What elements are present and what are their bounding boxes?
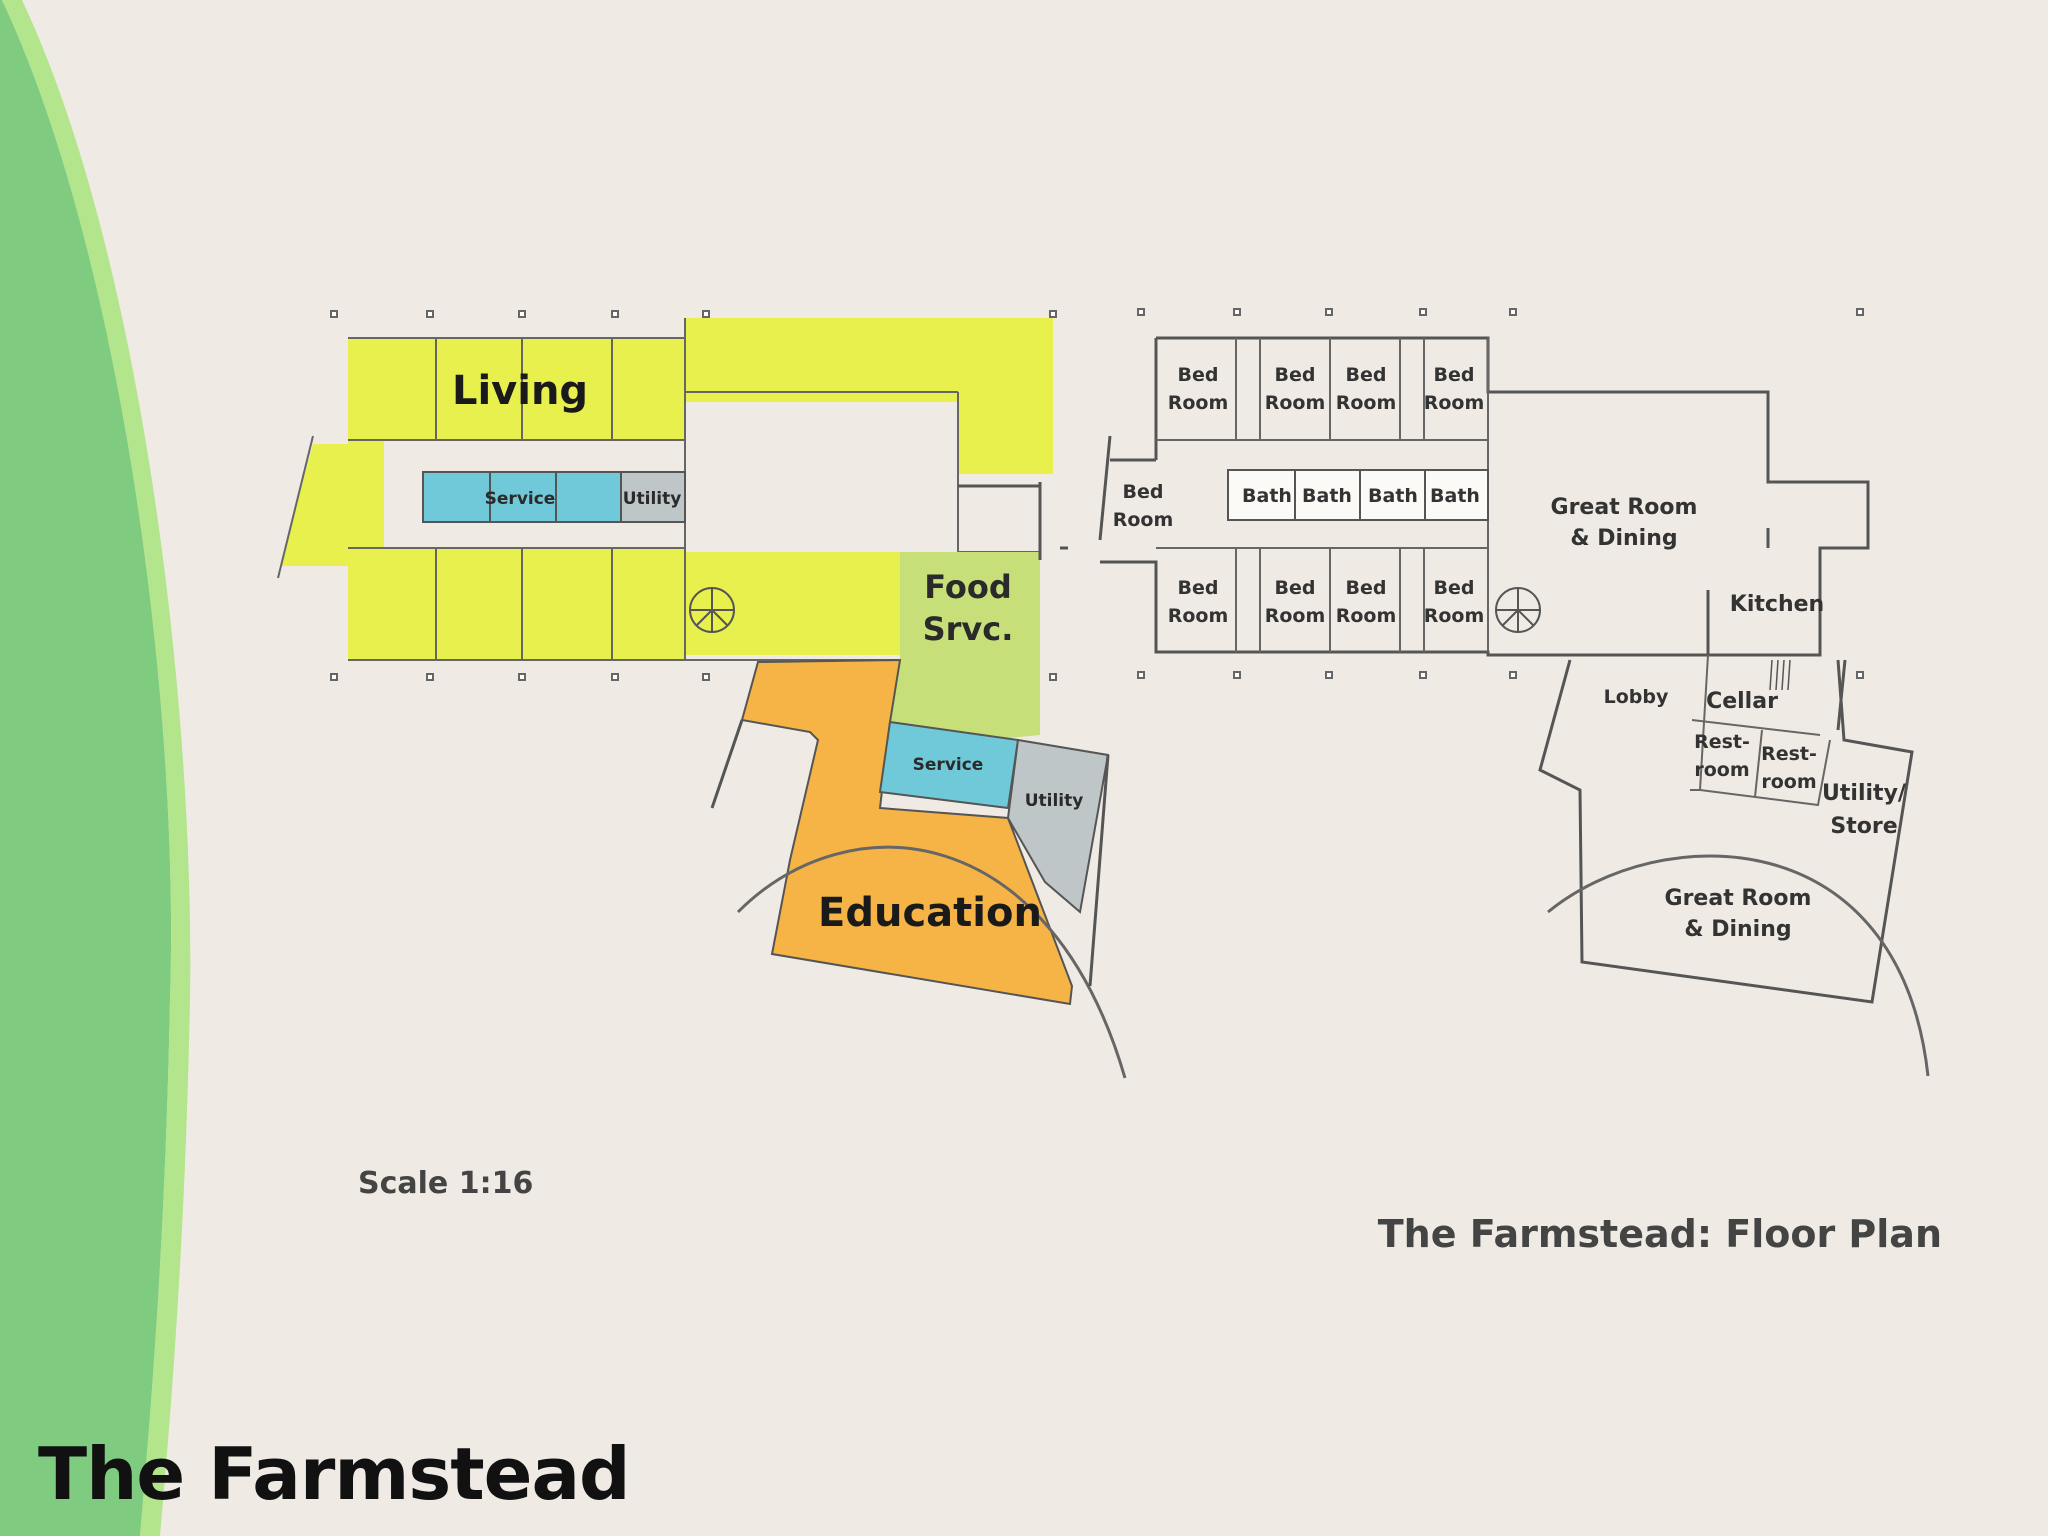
room-label-bath-4: Bath (1430, 485, 1480, 507)
room-label-bed-3a: Bed (1346, 364, 1387, 386)
page-title: The Farmstead (38, 1432, 631, 1516)
room-label-bed-6a: Bed (1178, 577, 1219, 599)
utility-zone-1 (620, 471, 686, 523)
room-label-bath-2: Bath (1302, 485, 1352, 507)
swoosh-light (2, 0, 191, 1536)
zone-label-service-2: Service (913, 755, 984, 775)
room-label-bed-2b: Room (1265, 392, 1326, 414)
room-label-bed-1b: Room (1168, 392, 1229, 414)
room-label-bed-2a: Bed (1275, 364, 1316, 386)
room-label-cellar: Cellar (1706, 689, 1778, 714)
living-zone (348, 318, 1053, 660)
zone-label-utility-1: Utility (623, 489, 682, 509)
room-label-bed-4b: Room (1424, 392, 1485, 414)
utility-zone-2 (1006, 738, 1110, 914)
zone-label-education: Education (818, 890, 1042, 936)
food-service-zone (890, 552, 1040, 738)
room-label-bed-3b: Room (1336, 392, 1397, 414)
zone-label-utility-2: Utility (1025, 791, 1084, 811)
service-zone-1 (422, 471, 622, 523)
room-label-bed-4a: Bed (1434, 364, 1475, 386)
line-floor-plan (1098, 336, 1930, 1077)
room-label-bed-7b: Room (1265, 605, 1326, 627)
room-label-bed-5a: Bed (1123, 481, 1164, 503)
zone-label-living: Living (452, 368, 588, 414)
living-left-wing (280, 444, 384, 566)
room-label-bath-1: Bath (1242, 485, 1292, 507)
room-label-restroom-1b: room (1694, 759, 1749, 781)
colored-floor-plan (277, 318, 1127, 1079)
room-label-bed-8a: Bed (1346, 577, 1387, 599)
spiral-stair-icon (689, 587, 735, 633)
room-label-restroom-2b: room (1761, 771, 1816, 793)
room-label-utility-store-a: Utility/ (1822, 781, 1907, 806)
right-plan-markers (1137, 308, 1864, 679)
room-label-restroom-2a: Rest- (1761, 743, 1817, 765)
plan-caption: The Farmstead: Floor Plan (1377, 1212, 1942, 1256)
room-label-utility-store-b: Store (1830, 814, 1897, 839)
service-zone-2 (878, 720, 1020, 810)
room-label-lobby: Lobby (1604, 686, 1669, 708)
room-label-bed-7a: Bed (1275, 577, 1316, 599)
room-label-bed-6b: Room (1168, 605, 1229, 627)
room-label-great-room-1b: & Dining (1570, 526, 1677, 551)
room-label-kitchen: Kitchen (1730, 592, 1824, 617)
scale-label: Scale 1:16 (358, 1166, 534, 1201)
room-label-bed-1a: Bed (1178, 364, 1219, 386)
zone-label-food-1: Food (924, 568, 1011, 606)
room-label-restroom-1a: Rest- (1694, 731, 1750, 753)
zone-label-service-1: Service (485, 489, 556, 509)
room-label-bath-3: Bath (1368, 485, 1418, 507)
zone-label-food-2: Srvc. (923, 610, 1014, 648)
room-label-great-room-2b: & Dining (1684, 917, 1791, 942)
room-label-bed-9a: Bed (1434, 577, 1475, 599)
room-label-great-room-1a: Great Room (1551, 495, 1698, 520)
bath-labels: Bath Bath Bath Bath (1242, 485, 1480, 507)
room-label-bed-8b: Room (1336, 605, 1397, 627)
left-plan-markers (330, 310, 1057, 681)
swoosh-dark (0, 0, 172, 1536)
spiral-stair-icon-2 (1495, 587, 1541, 633)
room-label-bed-5b: Room (1113, 509, 1174, 531)
bed-room-labels: Bed Room Bed Room Bed Room Bed Room Bed … (1113, 364, 1485, 627)
room-label-great-room-2a: Great Room (1665, 886, 1812, 911)
room-label-bed-9b: Room (1424, 605, 1485, 627)
